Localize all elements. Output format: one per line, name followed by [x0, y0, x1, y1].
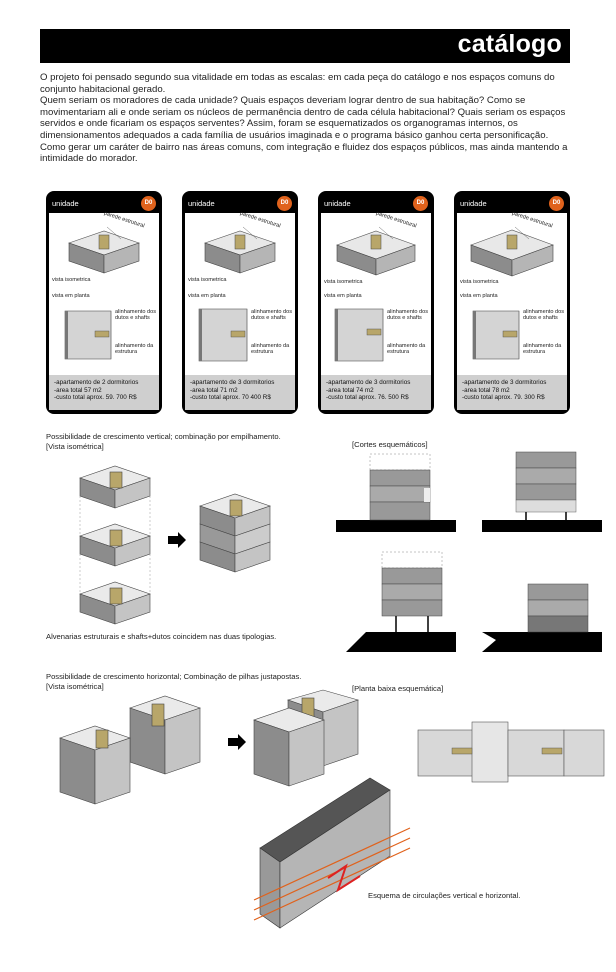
planta-label: vista em planta: [460, 293, 498, 299]
spec-line-1: -apartamento de 3 dormitorios: [462, 379, 547, 386]
spec-line-3: -custo total aprox. 79. 300 R$: [462, 394, 545, 402]
spec-line-3: -custo total aprox. 59. 700 R$: [54, 394, 137, 402]
planta-label: vista em planta: [52, 293, 90, 299]
unit-card-4: unidade D0 parede estrutural vista isome…: [454, 191, 570, 414]
spec-line-2: -area total 74 m2: [326, 386, 374, 394]
intro-paragraph-1: O projeto foi pensado segundo sua vitali…: [40, 72, 555, 95]
vertical-stack-isometric: [79, 465, 271, 625]
spec-line-2: -area total 71 m2: [190, 386, 238, 394]
circulacao-caption: Esquema de circulações vertical e horizo…: [368, 891, 521, 900]
spec-line-1: -apartamento de 2 dormitorios: [54, 379, 139, 386]
alinhamento-dutos-label: alinhamento dos dutos e shafts: [387, 309, 429, 321]
arrow-right-icon: [228, 734, 246, 750]
unit-isometric-drawing: [336, 226, 416, 276]
header-bar: catálogo: [40, 29, 570, 63]
planta-label: vista em planta: [324, 293, 362, 299]
vertical-subcaption: [Vista isométrica]: [46, 442, 104, 451]
unit-card-2: unidade D0 parede estrutural vista isome…: [182, 191, 298, 414]
unit-isometric-drawing: [204, 226, 276, 274]
unit-badge-icon: D0: [141, 196, 156, 211]
card-label: unidade: [324, 199, 351, 208]
alinhamento-estrutura-label: alinhamento da estrutura: [115, 343, 154, 355]
spec-line-1: -apartamento de 3 dormitorios: [190, 379, 275, 386]
spec-line-1: -apartamento de 3 dormitorios: [326, 379, 411, 386]
page-title: catálogo: [457, 30, 562, 58]
unit-badge-icon: D0: [277, 196, 292, 211]
planta-baixa-caption: [Planta baixa esquemática]: [352, 684, 444, 693]
unit-isometric-drawing: [68, 226, 140, 274]
card-label: unidade: [188, 199, 215, 208]
iso-label: vista isometrica: [460, 279, 499, 285]
spec-line-2: -area total 57 m2: [54, 386, 102, 394]
alinhamento-estrutura-label: alinhamento da estrutura: [251, 343, 290, 355]
card-label: unidade: [460, 199, 487, 208]
alinhamento-dutos-label: alinhamento dos dutos e shafts: [523, 309, 565, 321]
unit-badge-icon: D0: [549, 196, 564, 211]
unit-isometric-drawing: [470, 226, 554, 277]
planta-label: vista em planta: [188, 293, 226, 299]
unit-plan-drawing: [198, 308, 248, 362]
spec-line-2: -area total 78 m2: [462, 386, 510, 394]
card-footer: -apartamento de 3 dormitorios -area tota…: [321, 375, 431, 410]
unit-badge-icon: D0: [413, 196, 428, 211]
horizontal-subcaption: [Vista isométrica]: [46, 682, 104, 691]
horizontal-plan-schematic: [417, 721, 605, 783]
alinhamento-estrutura-label: alinhamento da estrutura: [387, 343, 426, 355]
section-cuts: [336, 451, 602, 652]
intro-paragraph-2: Quem seriam os moradores de cada unidade…: [40, 95, 568, 165]
unit-plan-drawing: [64, 310, 112, 360]
intro-text: O projeto foi pensado segundo sua vitali…: [40, 72, 570, 165]
iso-label: vista isometrica: [324, 279, 363, 285]
alinhamento-estrutura-label: alinhamento da estrutura: [523, 343, 562, 355]
spec-line-3: -custo total aprox. 76. 500 R$: [326, 394, 409, 402]
card-footer: -apartamento de 3 dormitorios -area tota…: [457, 375, 567, 410]
horizontal-caption: Possibilidade de crescimento horizontal;…: [46, 672, 302, 681]
iso-label: vista isometrica: [52, 277, 91, 283]
alinhamento-dutos-label: alinhamento dos dutos e shafts: [251, 309, 293, 321]
unit-plan-drawing: [472, 310, 520, 360]
card-footer: -apartamento de 3 dormitorios -area tota…: [185, 375, 295, 410]
alvenarias-caption: Alvenarias estruturais e shafts+dutos co…: [46, 632, 277, 641]
unit-card-1: unidade D0 parede estrutural vista isome…: [46, 191, 162, 414]
vertical-caption: Possibilidade de crescimento vertical; c…: [46, 432, 281, 441]
horizontal-stack-isometric: [59, 689, 360, 805]
iso-label: vista isometrica: [188, 277, 227, 283]
spec-line-3: -custo total aprox. 70 400 R$: [190, 394, 271, 402]
card-footer: -apartamento de 2 dormitorios -area tota…: [49, 375, 159, 410]
circulation-scheme: [253, 777, 411, 929]
card-label: unidade: [52, 199, 79, 208]
unit-plan-drawing: [334, 308, 384, 362]
cortes-caption: [Cortes esquemáticos]: [352, 440, 428, 449]
arrow-right-icon: [168, 532, 186, 548]
unit-card-3: unidade D0 parede estrutural vista isome…: [318, 191, 434, 414]
alinhamento-dutos-label: alinhamento dos dutos e shafts: [115, 309, 157, 321]
